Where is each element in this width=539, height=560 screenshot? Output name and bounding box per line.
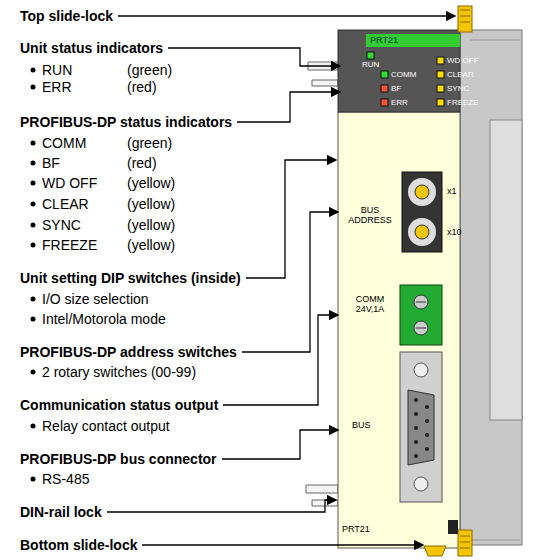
panel-label: x1 xyxy=(447,186,457,196)
callout-item: Relay contact output xyxy=(42,418,170,434)
callout-heading: Unit setting DIP switches (inside) xyxy=(20,270,241,286)
callout-item: BF xyxy=(42,155,60,171)
callout-item: (red) xyxy=(127,155,157,171)
leader-line xyxy=(237,92,340,122)
callout-item: (green) xyxy=(127,135,172,151)
panel-label: BUS ADDRESS xyxy=(344,205,396,226)
indicator-label: SYNC xyxy=(447,84,469,93)
callout-item: WD OFF xyxy=(42,175,97,191)
leader-line xyxy=(246,160,336,278)
leader-line xyxy=(223,315,338,405)
panel-label: BUS xyxy=(352,420,371,430)
indicator-label: COMM xyxy=(391,70,416,79)
callout-heading: PROFIBUS-DP bus connector xyxy=(20,451,217,467)
callout-item: (yellow) xyxy=(127,237,175,253)
leader-line xyxy=(142,544,423,545)
callout-item: (yellow) xyxy=(127,196,175,212)
leader-line xyxy=(118,15,455,16)
callout-item: (red) xyxy=(127,79,157,95)
leader-line xyxy=(168,48,340,66)
panel-label: PRT21 xyxy=(342,524,370,534)
callout-heading: PROFIBUS-DP status indicators xyxy=(20,114,232,130)
callout-heading: Bottom slide-lock xyxy=(20,537,137,553)
indicator-label: CLEAR xyxy=(447,70,474,79)
callout-item: (yellow) xyxy=(127,217,175,233)
callout-item: (green) xyxy=(127,62,172,78)
callout-heading: Top slide-lock xyxy=(20,8,113,24)
leader-line xyxy=(222,430,338,459)
callout-item: CLEAR xyxy=(42,196,89,212)
leader-line xyxy=(107,500,336,512)
callout-item: SYNC xyxy=(42,217,81,233)
panel-label: COMM 24V,1A xyxy=(344,294,396,315)
callout-item: RUN xyxy=(42,62,72,78)
callout-heading: DIN-rail lock xyxy=(20,504,102,520)
callout-heading: Unit status indicators xyxy=(20,40,163,56)
callout-item: ERR xyxy=(42,79,72,95)
indicator-label: ERR xyxy=(391,98,408,107)
indicator-label: BF xyxy=(391,84,401,93)
callout-item: I/O size selection xyxy=(42,291,149,307)
callout-item: Intel/Motorola mode xyxy=(42,311,166,327)
panel-label: x10 xyxy=(447,227,462,237)
callout-item: COMM xyxy=(42,135,86,151)
callout-heading: PROFIBUS-DP address switches xyxy=(20,344,237,360)
callout-heading: Communication status output xyxy=(20,397,218,413)
leader-line xyxy=(242,212,338,352)
callout-item: FREEZE xyxy=(42,237,97,253)
callout-item: 2 rotary switches (00-99) xyxy=(42,364,196,380)
indicator-label: RUN xyxy=(362,60,379,69)
callout-item: (yellow) xyxy=(127,175,175,191)
callout-item: RS-485 xyxy=(42,471,89,487)
indicator-label: WD OFF xyxy=(447,56,479,65)
display-text: PRT21 xyxy=(370,35,398,45)
indicator-label: FREEZE xyxy=(447,98,479,107)
